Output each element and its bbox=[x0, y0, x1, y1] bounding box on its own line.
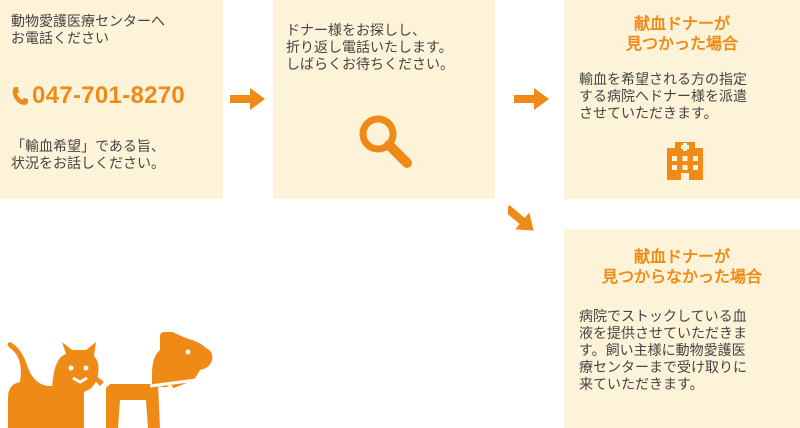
step1-note: 「輸血希望」である旨、 状況をお話しください。 bbox=[11, 139, 165, 172]
not-found-text: 病院でストックしている血 液を提供させていただきま す。飼い主様に動物愛護医 療… bbox=[579, 309, 747, 393]
found-title: 献血ドナーが 見つかった場合 bbox=[625, 14, 738, 53]
phone-row[interactable]: 047-701-8270 bbox=[11, 82, 185, 110]
found-card: 献血ドナーが 見つかった場合 輸血を希望される方の指定 する病院へドナー様を派遣… bbox=[564, 0, 800, 199]
arrow-right-icon bbox=[230, 88, 265, 110]
found-text: 輸血を希望される方の指定 する病院へドナー様を派遣 させていただきます。 bbox=[579, 72, 747, 122]
step2-text: ドナー様をお探しし、 折り返し電話いたします。 しばらくお待ちください。 bbox=[286, 23, 454, 73]
step1-intro: 動物愛護医療センターへ お電話ください bbox=[11, 14, 165, 47]
phone-icon bbox=[12, 87, 28, 105]
step1-card: 動物愛護医療センターへ お電話ください 047-701-8270 「輸血希望」で… bbox=[0, 0, 223, 199]
step2-card: ドナー様をお探しし、 折り返し電話いたします。 しばらくお待ちください。 bbox=[273, 0, 495, 199]
hospital-icon bbox=[667, 142, 703, 180]
arrow-right-icon bbox=[514, 88, 549, 110]
search-icon bbox=[359, 115, 412, 168]
arrow-down-right-icon bbox=[508, 205, 534, 231]
cat-and-dog-icon bbox=[7, 332, 213, 428]
not-found-card: 献血ドナーが 見つからなかった場合 病院でストックしている血 液を提供させていた… bbox=[564, 229, 800, 428]
not-found-title: 献血ドナーが 見つからなかった場合 bbox=[601, 247, 762, 286]
phone-number[interactable]: 047-701-8270 bbox=[32, 82, 186, 109]
